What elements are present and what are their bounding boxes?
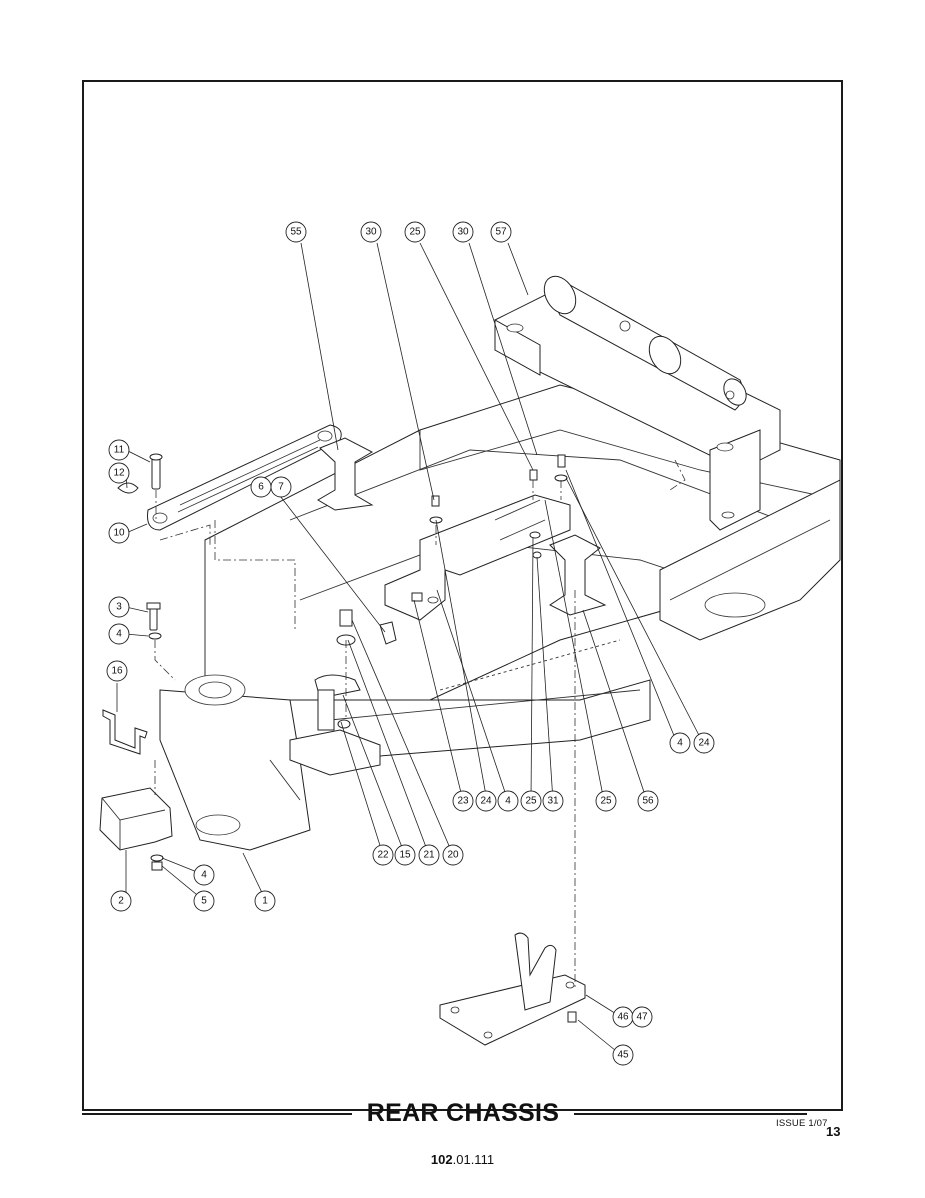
callout-label: 24 [480,796,492,807]
callout-label: 16 [111,666,123,677]
bracket-56 [549,534,607,616]
drawing-title: REAR CHASSIS [366,1099,560,1127]
retainer-12 [117,482,139,494]
callout-21: 21 [418,844,440,866]
callout-12: 12 [108,462,130,484]
callout-25: 25 [595,790,617,812]
callout-10: 10 [108,522,130,544]
callout-4: 4 [497,790,519,812]
callout-25: 25 [520,790,542,812]
guard-2 [99,787,173,871]
callout-4: 4 [193,864,215,886]
callout-30: 30 [360,221,382,243]
callout-label: 22 [377,850,389,861]
title-rule-right [574,1113,807,1115]
callout-31: 31 [542,790,564,812]
document-number-bold: 102 [430,1152,453,1167]
callout-4: 4 [669,732,691,754]
callout-57: 57 [490,221,512,243]
callout-5: 5 [193,890,215,912]
callout-15: 15 [394,844,416,866]
callout-22: 22 [372,844,394,866]
assembly-center-lines [154,459,686,990]
callout-23: 23 [452,790,474,812]
callout-2: 2 [110,890,132,912]
bracket-55 [317,437,374,511]
callout-label: 7 [278,482,284,493]
callout-label: 3 [116,602,122,613]
callout-label: 10 [113,528,125,539]
callout-label: 57 [495,227,507,238]
callout-label: 6 [258,482,264,493]
callout-45: 45 [612,1044,634,1066]
callout-24: 24 [693,732,715,754]
pin-11 [149,453,163,490]
callout-label: 25 [525,796,537,807]
callout-label: 45 [617,1050,629,1061]
document-number-rest: .01.111 [452,1152,495,1167]
callout-label: 56 [642,796,654,807]
callout-label: 30 [457,227,469,238]
callout-label: 15 [399,850,411,861]
callout-1: 1 [254,890,276,912]
bracket-16 [102,709,148,755]
bolt-3 [146,602,162,640]
chassis-frame [159,384,841,851]
title-band: REAR CHASSIS [82,1096,843,1130]
callout-label: 47 [636,1012,648,1023]
callout-label: 2 [118,896,124,907]
document-number: 102.01.111 [0,1152,925,1167]
callout-label: 31 [547,796,559,807]
callout-label: 4 [116,629,122,640]
callout-label: 30 [365,227,377,238]
callout-label: 20 [447,850,459,861]
page-number: 13 [826,1124,841,1139]
callout-25: 25 [404,221,426,243]
title-rule-left [82,1113,352,1115]
callout-label: 12 [113,468,125,479]
callout-label: 55 [290,227,302,238]
callout-label: 25 [409,227,421,238]
callout-label: 4 [677,738,683,749]
callout-label: 11 [114,445,125,456]
stand-base [439,932,586,1046]
callout-16: 16 [106,660,128,682]
callout-label: 4 [505,796,511,807]
pivot-pin [289,609,381,776]
drawing-frame [82,80,843,1111]
callout-56: 56 [637,790,659,812]
callout-label: 23 [457,796,469,807]
callout-4: 4 [108,623,130,645]
callout-7: 7 [270,476,292,498]
callout-6: 6 [250,476,272,498]
grease-fitting [379,621,397,645]
callout-label: 1 [262,896,268,907]
callout-label: 21 [423,850,435,861]
callout-47: 47 [631,1006,653,1028]
callout-3: 3 [108,596,130,618]
callout-label: 4 [201,870,207,881]
callout-24: 24 [475,790,497,812]
callout-55: 55 [285,221,307,243]
callout-label: 24 [698,738,710,749]
callout-20: 20 [442,844,464,866]
callout-11: 11 [108,439,130,461]
callout-label: 46 [617,1012,629,1023]
callout-label: 5 [201,896,207,907]
mounting-plate [384,454,571,621]
callout-46: 46 [612,1006,634,1028]
callout-30: 30 [452,221,474,243]
callout-label: 25 [600,796,612,807]
roller-assembly [494,275,781,531]
issue-label: ISSUE 1/07 [776,1118,828,1129]
